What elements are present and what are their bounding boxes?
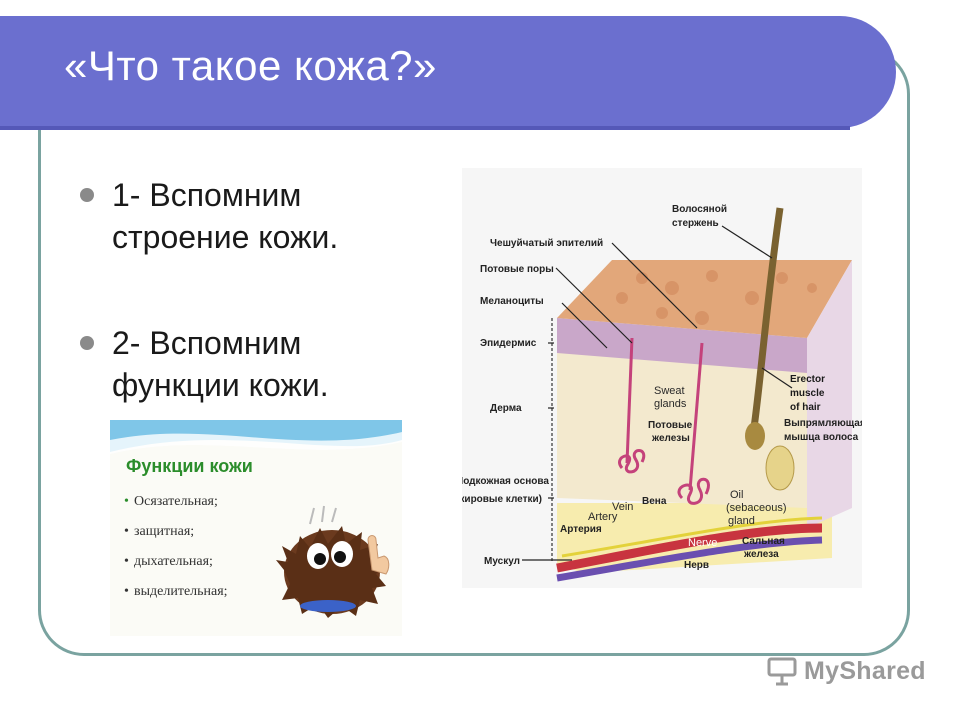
list-item: •выделительная;	[124, 584, 228, 599]
surface-texture	[616, 270, 817, 325]
bullet-line: функции кожи.	[112, 367, 329, 403]
label-oil: gland	[728, 515, 755, 527]
label-vein: Vein	[612, 501, 633, 513]
title-bar	[0, 16, 896, 128]
slide-title: «Что такое кожа?»	[64, 42, 437, 89]
label-erector-ru: Выпрямляющая	[784, 418, 862, 429]
dermis-layer	[557, 348, 807, 508]
label-sweat-ru: Потовые	[648, 420, 693, 431]
label-epidermis: Эпидермис	[480, 338, 537, 349]
label-hair-shaft: стержень	[672, 218, 719, 229]
title-underline	[0, 126, 850, 130]
bullet-item: 2- Вспомним функции кожи.	[76, 322, 406, 406]
label-nerve-ru: Нерв	[684, 560, 709, 571]
label-erector: of hair	[790, 402, 821, 413]
label-erector-ru: мышца волоса	[784, 432, 859, 443]
label-sweat: glands	[654, 398, 687, 410]
bullet-item: 1- Вспомним строение кожи.	[76, 174, 406, 258]
label-sebaceous-ru: железа	[743, 549, 779, 560]
label-hair-shaft: Волосяной	[672, 204, 727, 215]
label-oil: (sebaceous)	[726, 502, 787, 514]
bullet-line: строение кожи.	[112, 219, 339, 255]
card-list: •Осязательная; •защитная; •дыхательная; …	[124, 494, 228, 614]
label-pores: Потовые поры	[480, 264, 554, 275]
label-melanocytes: Меланоциты	[480, 296, 544, 307]
hair-bulb	[745, 422, 765, 450]
label-artery: Artery	[588, 511, 618, 523]
label-squamous: Чешуйчатый эпителий	[490, 238, 603, 249]
leader-lines	[522, 225, 793, 561]
creature-illustration-icon	[276, 505, 390, 618]
list-item: •Осязательная;	[124, 494, 218, 509]
list-item: •защитная;	[124, 524, 195, 539]
hair-shaft	[750, 207, 784, 429]
watermark: MyShared	[766, 656, 926, 686]
epidermis-layer	[557, 318, 807, 373]
bullet-line: 2- Вспомним	[112, 325, 302, 361]
label-vein-ru: Вена	[642, 496, 667, 507]
label-artery-ru: Артерия	[560, 524, 602, 535]
label-sweat-ru: железы	[651, 433, 690, 444]
card-background-waves-icon	[110, 420, 402, 618]
label-erector: Erector	[790, 374, 825, 385]
oil-gland	[765, 445, 795, 491]
label-sweat: Sweat	[654, 385, 685, 397]
skin-structure-diagram: Волосяной стержень Чешуйчатый эпителий П…	[462, 168, 862, 588]
label-erector: muscle	[790, 388, 825, 399]
label-nerve: Nerve	[688, 537, 717, 549]
label-subcutis: Подкожная основа	[462, 476, 549, 487]
label-muscle: Мускул	[484, 556, 520, 567]
bullet-dot-icon	[80, 188, 94, 202]
label-oil: Oil	[730, 489, 743, 501]
sweat-gland-coils	[618, 337, 710, 505]
watermark-text: MyShared	[804, 656, 926, 685]
side-face	[807, 260, 852, 528]
bullet-line: 1- Вспомним	[112, 177, 302, 213]
list-item: •дыхательная;	[124, 554, 213, 569]
label-subcutis: (жировые клетки)	[462, 494, 542, 505]
label-dermis: Дерма	[490, 403, 522, 414]
vein-vessel	[556, 536, 823, 582]
artery-vessel	[556, 523, 823, 573]
nerve-line	[561, 516, 823, 558]
card-title: Функции кожи	[126, 456, 253, 476]
presentation-board-icon	[767, 657, 797, 686]
skin-functions-card: Функции кожи •Осязательная; •защитная; •…	[110, 420, 402, 636]
bullet-list: 1- Вспомним строение кожи. 2- Вспомним ф…	[76, 174, 406, 406]
bullet-dot-icon	[80, 336, 94, 350]
label-sebaceous-ru: Сальная	[742, 536, 785, 547]
